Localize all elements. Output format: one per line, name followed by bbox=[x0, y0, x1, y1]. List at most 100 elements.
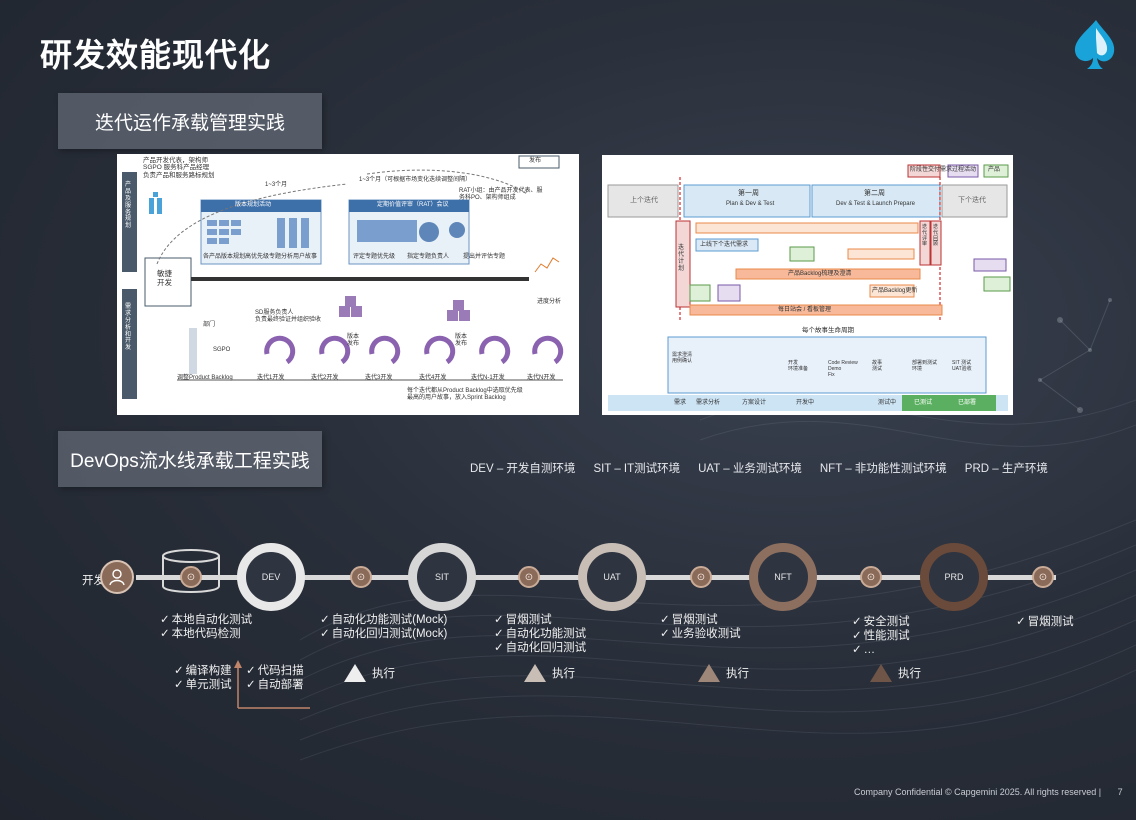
story-box-1: 需求澄清 用例确认 bbox=[672, 352, 693, 364]
iteration-3: 迭代3开发 bbox=[365, 375, 393, 381]
page-number: 7 bbox=[1117, 787, 1123, 797]
checks-nft: 安全测试 性能测试 … bbox=[852, 615, 910, 657]
rat-panel-title: 定期价值评审（RAT）会议 bbox=[377, 202, 449, 208]
row-text-1: 上线下个迭代需求 bbox=[700, 242, 749, 248]
progress-label: 进度分析 bbox=[537, 299, 562, 305]
env-sit: SIT – IT测试环境 bbox=[593, 463, 681, 475]
triangle-icon bbox=[344, 664, 366, 682]
stage-testing: 测试中 bbox=[878, 400, 897, 406]
stage-left-label: 需求 bbox=[674, 400, 687, 406]
iteration-retro: 迭代回顾 bbox=[933, 224, 939, 248]
week2-sub: Dev & Test & Launch Prepare bbox=[836, 201, 915, 207]
agile-dev-box: 敏捷 开发 bbox=[157, 269, 172, 287]
stage-prd-ring: PRD bbox=[920, 543, 988, 611]
story-box-3: Code Review Demo Fix bbox=[828, 360, 858, 378]
bottom-note: 每个迭代都从Product Backlog中选取优先级 最高的用户故事，放入Sp… bbox=[407, 388, 523, 401]
build-axis-icon bbox=[234, 660, 310, 709]
environment-legend: DEV – 开发自测环境 SIT – IT测试环境 UAT – 业务测试环境 N… bbox=[470, 460, 1048, 476]
cycle-label: 1~3个月 bbox=[265, 182, 288, 188]
flow-step-2: 高优先级专题分析用户故事 bbox=[245, 254, 318, 260]
row-text-3: 每日站会 / 看板管理 bbox=[778, 307, 832, 313]
side-label-development: 需求分析和开发 bbox=[125, 304, 132, 352]
iteration-plan: 迭代计划 bbox=[678, 245, 685, 272]
checks-local: 本地自动化测试 本地代码检测 bbox=[160, 613, 253, 641]
sd-note: SD服务负责人 负责最终验证并组织验收 bbox=[255, 310, 322, 323]
connector-node-4: ⊙ bbox=[690, 566, 712, 588]
stage-nft-ring: NFT bbox=[749, 543, 817, 611]
developer-label: 开发 bbox=[82, 575, 105, 587]
iteration-management-diagram: 产品开发代表，架构师 SGPO 服务科产品经理 负责产品和服务路标规划 产品及服… bbox=[117, 154, 579, 415]
execute-nft: 执行 bbox=[870, 664, 921, 682]
env-prd: PRD – 生产环境 bbox=[964, 463, 1048, 475]
right-diagram-graphics bbox=[607, 164, 1011, 411]
story-box-4: 故事 测试 bbox=[872, 360, 883, 372]
env-nft: NFT – 非功能性测试环境 bbox=[819, 463, 947, 475]
legend-product: 产品 bbox=[988, 167, 1001, 173]
release-1: 版本 发布 bbox=[347, 334, 360, 347]
legend-deliverable: 阶段性交付需求 bbox=[910, 167, 953, 173]
iteration-1: 迭代1开发 bbox=[257, 375, 285, 381]
stage-tested: 已测试 bbox=[914, 400, 933, 406]
page-title: 研发效能现代化 bbox=[40, 37, 272, 73]
story-box-2: 开发 环境准备 bbox=[788, 360, 809, 372]
flow-step-4: 指定专题负责人 bbox=[407, 254, 450, 260]
checks-sit: 冒烟测试 自动化功能测试 自动化回归测试 bbox=[494, 613, 587, 655]
section-tab-devops: DevOps流水线承载工程实践 bbox=[58, 431, 322, 487]
iteration-review: 迭代评审 bbox=[922, 224, 928, 248]
spade-logo-icon bbox=[1074, 20, 1115, 69]
iteration-n: 迭代N开发 bbox=[527, 375, 556, 381]
rat-note: RAT小组：由产品开发代表、服 务科PO、架构师组成 bbox=[459, 188, 543, 201]
story-box-5: 部署到测试 环境 bbox=[912, 360, 938, 372]
triangle-icon bbox=[870, 664, 892, 682]
stage-developing: 开发中 bbox=[796, 400, 815, 406]
quarter-label: 1~3个月（可根据市场变化迭续调整间隔） bbox=[359, 177, 472, 183]
weekly-iteration-diagram: 阶段性交付需求 过程活动 产品 上个迭代 第一周 Plan & Dev & Te… bbox=[602, 155, 1013, 415]
story-section-title: 每个故事生命周期 bbox=[802, 327, 854, 334]
iteration-n-1: 迭代N-1开发 bbox=[471, 375, 505, 381]
stage-dev-ring: DEV bbox=[237, 543, 305, 611]
connector-node-1: ⊙ bbox=[180, 566, 202, 588]
repository-icon bbox=[162, 549, 220, 593]
iteration-2: 迭代2开发 bbox=[311, 375, 339, 381]
week2-label: 第二周 bbox=[864, 190, 885, 197]
build-left: 编译构建 单元测试 bbox=[174, 664, 232, 692]
footer-confidential: Company Confidential © Capgemini 2025. A… bbox=[854, 787, 1123, 797]
flow-step-5: 提出并评估专题 bbox=[463, 254, 506, 260]
team-label: 部门 bbox=[203, 322, 216, 328]
stage-deployed: 已部署 bbox=[958, 400, 977, 406]
execute-dev: 执行 bbox=[344, 664, 395, 682]
version-panel-title: 版本规划活动 bbox=[235, 202, 272, 208]
story-box-6: SIT 测试 UAT验收 bbox=[952, 360, 972, 372]
prev-iteration: 上个迭代 bbox=[630, 197, 658, 204]
checks-prd: 冒烟测试 bbox=[1016, 615, 1074, 629]
release-2: 版本 发布 bbox=[455, 334, 468, 347]
build-right: 代码扫描 自动部署 bbox=[246, 664, 304, 692]
week1-sub: Plan & Dev & Test bbox=[726, 201, 775, 207]
triangle-icon bbox=[698, 664, 720, 682]
next-iteration: 下个迭代 bbox=[958, 197, 986, 204]
release-label: 发布 bbox=[529, 158, 542, 164]
connector-node-6: ⊙ bbox=[1032, 566, 1054, 588]
connector-node-2: ⊙ bbox=[350, 566, 372, 588]
checks-dev: 自动化功能测试(Mock) 自动化回归测试(Mock) bbox=[320, 613, 448, 641]
iteration-4: 迭代4开发 bbox=[419, 375, 447, 381]
flow-step-1: 各产品版本规划 bbox=[203, 254, 246, 260]
backlog-adjust: 调整Product Backlog bbox=[177, 375, 233, 381]
env-uat: UAT – 业务测试环境 bbox=[698, 463, 802, 475]
section-tab-iteration: 迭代运作承载管理实践 bbox=[58, 93, 322, 149]
developer-icon bbox=[100, 560, 134, 594]
left-diagram-graphics bbox=[122, 155, 564, 399]
stage-analysis: 需求分析 bbox=[696, 400, 721, 406]
role-text: 产品开发代表，架构师 SGPO 服务科产品经理 负责产品和服务路标规划 bbox=[143, 157, 215, 179]
execute-uat: 执行 bbox=[698, 664, 749, 682]
side-label-planning: 产品及服务规划 bbox=[125, 182, 132, 230]
connector-node-3: ⊙ bbox=[518, 566, 540, 588]
legend-process: 过程活动 bbox=[952, 167, 977, 173]
row-text-2: 产品Backlog梳理及澄清 bbox=[788, 271, 852, 277]
stage-design: 方案设计 bbox=[742, 400, 767, 406]
connector-node-5: ⊙ bbox=[860, 566, 882, 588]
row-text-4: 产品Backlog更新 bbox=[872, 288, 918, 294]
execute-sit: 执行 bbox=[524, 664, 575, 682]
week1-label: 第一周 bbox=[738, 190, 759, 197]
env-dev: DEV – 开发自测环境 bbox=[470, 463, 576, 475]
